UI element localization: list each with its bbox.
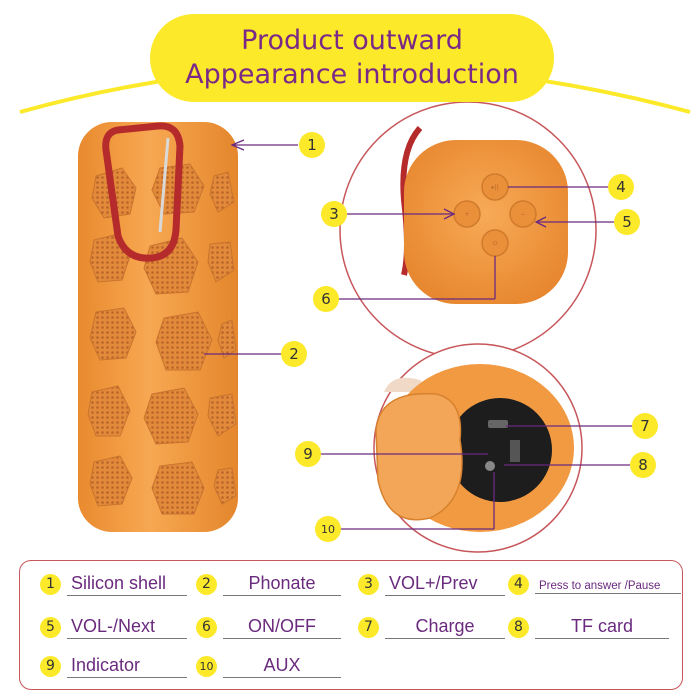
legend-label-6: ON/OFF bbox=[223, 616, 341, 639]
svg-text:+: + bbox=[464, 211, 469, 218]
legend-label-3: VOL+/Prev bbox=[385, 573, 505, 596]
legend-item-2: 2 Phonate bbox=[196, 571, 341, 597]
legend-item-10: 10 AUX bbox=[196, 653, 341, 679]
top-view-circle: ▸|| + − ⏻ bbox=[339, 101, 597, 359]
legend-label-7: Charge bbox=[385, 616, 505, 639]
callout-5: 5 bbox=[614, 209, 640, 235]
title-banner: Product outward Appearance introduction bbox=[150, 14, 554, 102]
bottom-view-circle bbox=[373, 343, 583, 553]
legend-item-6: 6 ON/OFF bbox=[196, 614, 341, 640]
legend-item-8: 8 TF card bbox=[508, 614, 669, 640]
title-line-1: Product outward bbox=[241, 25, 463, 56]
legend-number-5: 5 bbox=[40, 616, 61, 638]
legend-label-5: VOL-/Next bbox=[67, 616, 187, 639]
legend-item-9: 9 Indicator bbox=[40, 653, 187, 679]
legend-item-5: 5 VOL-/Next bbox=[40, 614, 187, 640]
legend-label-2: Phonate bbox=[223, 573, 341, 596]
callout-8: 8 bbox=[630, 452, 656, 478]
callout-9: 9 bbox=[295, 441, 321, 467]
title-line-2: Appearance introduction bbox=[185, 59, 519, 90]
callout-2: 2 bbox=[281, 341, 307, 367]
legend-item-1: 1 Silicon shell bbox=[40, 571, 187, 597]
legend-number-2: 2 bbox=[196, 573, 217, 595]
legend-item-3: 3 VOL+/Prev bbox=[358, 571, 505, 597]
callout-4: 4 bbox=[608, 174, 634, 200]
legend-number-3: 3 bbox=[358, 573, 379, 595]
carabiner bbox=[102, 122, 184, 262]
legend-label-10: AUX bbox=[223, 655, 341, 678]
svg-text:▸||: ▸|| bbox=[491, 184, 498, 191]
legend-number-7: 7 bbox=[358, 616, 379, 638]
speaker-body bbox=[78, 122, 238, 532]
legend-label-1: Silicon shell bbox=[67, 573, 187, 596]
legend-number-6: 6 bbox=[196, 616, 217, 638]
legend-number-9: 9 bbox=[40, 655, 61, 677]
callout-3: 3 bbox=[321, 201, 347, 227]
legend-label-9: Indicator bbox=[67, 655, 187, 678]
legend-label-8: TF card bbox=[535, 616, 669, 639]
legend-box: 1 Silicon shell 2 Phonate 3 VOL+/Prev 4 … bbox=[19, 560, 683, 690]
pointer-lines bbox=[204, 139, 632, 530]
legend-number-1: 1 bbox=[40, 573, 61, 595]
legend-number-10: 10 bbox=[196, 655, 217, 677]
legend-number-4: 4 bbox=[508, 573, 529, 595]
callout-6: 6 bbox=[313, 286, 339, 312]
callout-10: 10 bbox=[315, 516, 341, 542]
svg-text:⏻: ⏻ bbox=[493, 240, 498, 247]
legend-label-4: Press to answer /Pause bbox=[535, 574, 681, 594]
legend-item-4: 4 Press to answer /Pause bbox=[508, 571, 681, 597]
legend-number-8: 8 bbox=[508, 616, 529, 638]
legend-item-7: 7 Charge bbox=[358, 614, 505, 640]
callout-7: 7 bbox=[632, 413, 658, 439]
callout-1: 1 bbox=[299, 132, 325, 158]
svg-text:−: − bbox=[520, 211, 525, 218]
